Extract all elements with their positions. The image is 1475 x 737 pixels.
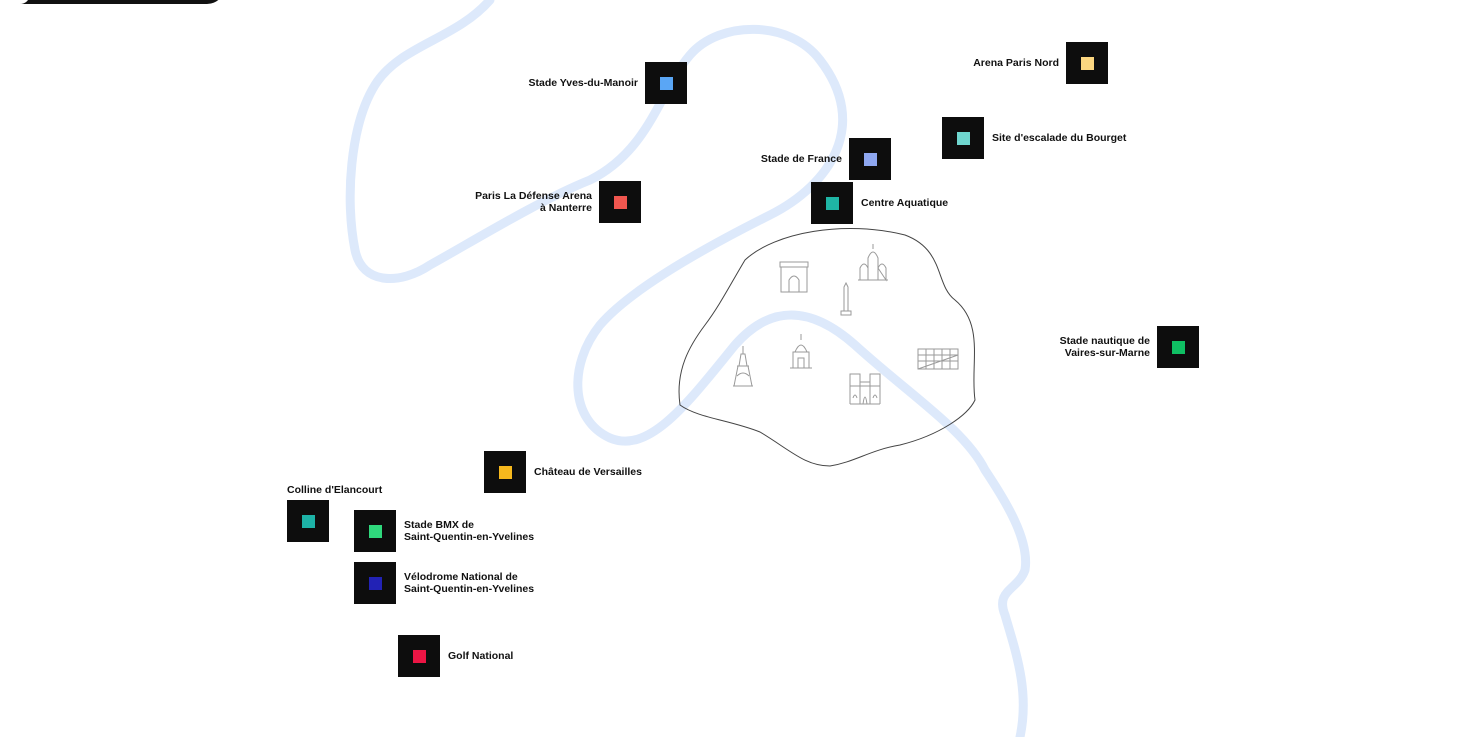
venue-label: Château de Versailles — [534, 466, 642, 478]
bercy-icon — [917, 348, 959, 370]
venue-marker[interactable] — [811, 182, 853, 224]
venue-marker[interactable] — [1157, 326, 1199, 368]
venue-color-swatch — [301, 514, 315, 528]
arc-de-triomphe-icon — [779, 261, 809, 293]
venue-marker[interactable] — [849, 138, 891, 180]
venue-label: Vélodrome National de Saint-Quentin-en-Y… — [404, 571, 535, 595]
venue-marker[interactable] — [354, 562, 396, 604]
seine-river — [345, 0, 1031, 737]
venue-paris-la-defense-arena[interactable]: Paris La Défense Arena à Nanterre — [475, 181, 641, 223]
venue-label: Stade nautique de Vaires-sur-Marne — [1059, 335, 1150, 359]
venue-label: Stade de France — [760, 153, 842, 165]
venue-chateau-de-versailles[interactable]: Château de Versailles — [484, 451, 642, 493]
venue-marker[interactable] — [354, 510, 396, 552]
venue-label: Paris La Défense Arena à Nanterre — [475, 190, 592, 214]
venue-color-swatch — [498, 465, 512, 479]
venue-colline-elancourt[interactable]: Colline d'Elancourt — [287, 484, 382, 542]
venue-stade-de-france[interactable]: Stade de France — [761, 138, 891, 180]
venue-site-escalade-bourget[interactable]: Site d'escalade du Bourget — [942, 117, 1126, 159]
venue-color-swatch — [613, 195, 627, 209]
invalides-icon — [790, 334, 812, 369]
top-menu-tab-notch — [0, 0, 30, 4]
venue-color-swatch — [1171, 340, 1185, 354]
venue-color-swatch — [412, 649, 426, 663]
venue-marker[interactable] — [942, 117, 984, 159]
venue-marker[interactable] — [1066, 42, 1108, 84]
venue-marker[interactable] — [484, 451, 526, 493]
venue-label: Golf National — [448, 650, 514, 662]
venue-color-swatch — [368, 576, 382, 590]
venue-centre-aquatique[interactable]: Centre Aquatique — [811, 182, 948, 224]
top-menu-tab[interactable] — [0, 0, 225, 4]
venue-arena-paris-nord[interactable]: Arena Paris Nord — [973, 42, 1108, 84]
venue-golf-national[interactable]: Golf National — [398, 635, 513, 677]
venue-label: Colline d'Elancourt — [287, 484, 383, 496]
venue-label: Stade Yves-du-Manoir — [528, 77, 638, 89]
venue-color-swatch — [368, 524, 382, 538]
obelisk-icon — [840, 281, 852, 316]
venue-color-swatch — [1080, 56, 1094, 70]
eiffel-tower-icon — [733, 346, 753, 387]
venue-marker[interactable] — [599, 181, 641, 223]
venue-stade-nautique-vaires[interactable]: Stade nautique de Vaires-sur-Marne — [1060, 326, 1199, 368]
venue-stade-bmx-sqy[interactable]: Stade BMX de Saint-Quentin-en-Yvelines — [354, 510, 534, 552]
venue-label: Arena Paris Nord — [973, 57, 1059, 69]
venue-velodrome-national-sqy[interactable]: Vélodrome National de Saint-Quentin-en-Y… — [354, 562, 534, 604]
venue-label: Stade BMX de Saint-Quentin-en-Yvelines — [404, 519, 535, 543]
venue-color-swatch — [659, 76, 673, 90]
venue-color-swatch — [863, 152, 877, 166]
paris-boundary — [678, 227, 976, 467]
sacre-coeur-icon — [858, 244, 888, 282]
venue-marker[interactable] — [645, 62, 687, 104]
venue-label: Site d'escalade du Bourget — [992, 132, 1127, 144]
notre-dame-icon — [849, 373, 881, 405]
venue-marker[interactable] — [398, 635, 440, 677]
venue-label: Centre Aquatique — [861, 197, 949, 209]
venue-marker[interactable] — [287, 500, 329, 542]
venue-color-swatch — [956, 131, 970, 145]
venue-color-swatch — [825, 196, 839, 210]
venue-stade-yves-du-manoir[interactable]: Stade Yves-du-Manoir — [528, 62, 687, 104]
